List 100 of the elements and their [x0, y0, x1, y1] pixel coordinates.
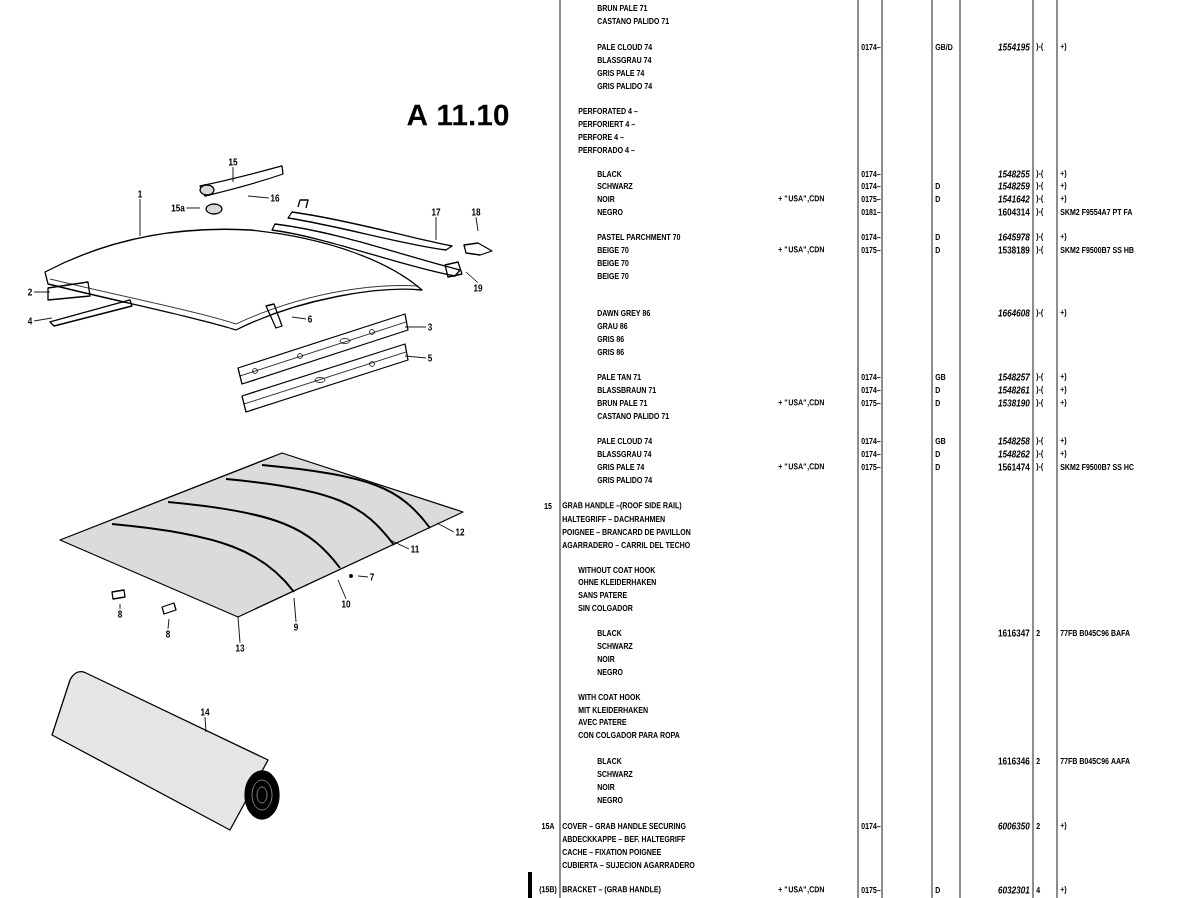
date-code: 0174–: [861, 450, 881, 458]
country-code: D: [935, 247, 940, 253]
remark: +): [1060, 170, 1067, 178]
country-code: GB: [935, 373, 946, 381]
part-description: AGARRADERO – CARRIL DEL TECHO: [562, 541, 690, 548]
part-description: NOIR: [597, 655, 615, 662]
callout-number: 6: [308, 315, 312, 323]
item-number: (15B): [539, 886, 557, 894]
leader-line: [186, 207, 201, 209]
quantity: )-(: [1036, 386, 1044, 394]
part-description: SCHWARZ: [597, 770, 633, 777]
part-description: BLASSBRAUN 71: [597, 386, 656, 394]
part-description: CON COLGADOR PARA ROPA: [578, 731, 680, 738]
date-code: 0181–: [861, 208, 881, 216]
callout-number: 3: [427, 323, 432, 331]
callout-number: 2: [28, 288, 32, 296]
part-description: SCHWARZ: [597, 642, 633, 649]
country-code: D: [935, 234, 940, 240]
callout-number: 7: [370, 573, 374, 581]
part-description: PASTEL PARCHMENT 70: [597, 233, 681, 241]
part-description: BLACK: [597, 757, 622, 764]
part-description: BLASSGRAU 74: [597, 450, 652, 458]
remark: 77FB B045C96 AAFA: [1060, 757, 1130, 764]
date-code: 0175–: [861, 886, 881, 893]
callout-number: 17: [432, 208, 441, 216]
country-code: GB/D: [935, 43, 953, 51]
part-description: HALTEGRIFF – DACHRAHMEN: [562, 515, 665, 522]
part-description: CASTANO PALIDO 71: [597, 412, 669, 420]
remark: SKM2 F9500B7 SS HB: [1060, 246, 1134, 254]
part-description: GRAU 86: [597, 322, 628, 330]
callout-number: 16: [271, 194, 280, 202]
part-number: 1548258: [998, 437, 1030, 445]
quantity: )-(: [1036, 43, 1044, 51]
part-description: BLACK: [597, 629, 622, 636]
part-description: BLASSGRAU 74: [597, 56, 652, 64]
country-code: D: [935, 196, 940, 202]
part-description: POIGNEE – BRANCARD DE PAVILLON: [562, 528, 691, 535]
remark: +): [1060, 386, 1067, 394]
part-number: 1548257: [998, 373, 1031, 381]
country-code: D: [935, 183, 940, 189]
quantity: )-(: [1036, 309, 1044, 317]
callout-number: 8: [166, 630, 171, 638]
remark: +): [1060, 822, 1067, 830]
leader-line: [167, 618, 170, 630]
leader-line: [33, 317, 53, 322]
quantity: 2: [1036, 630, 1040, 636]
item-number: 15A: [542, 823, 555, 829]
country-code: D: [935, 451, 940, 457]
leader-line: [232, 166, 234, 183]
model-note: + "USA",CDN: [778, 195, 824, 203]
part-description: GRIS PALE 74: [597, 69, 645, 77]
part-description: OHNE KLEIDERHAKEN: [578, 578, 656, 585]
leader-line: [139, 198, 141, 237]
leader-line: [247, 195, 270, 199]
leader-line: [435, 216, 437, 241]
callout-number: 9: [294, 623, 298, 631]
leader-line: [465, 271, 479, 284]
quantity: 2: [1036, 823, 1040, 829]
part-description: PERFORATED 4 –: [578, 107, 638, 115]
remark: 77FB B045C96 BAFA: [1060, 629, 1130, 636]
date-code: 0175–: [861, 463, 881, 471]
country-code: D: [935, 387, 940, 393]
leader-line: [293, 597, 297, 623]
date-code: 0174–: [861, 373, 881, 381]
quantity: )-(: [1036, 450, 1044, 458]
callout-number: 11: [411, 545, 420, 553]
country-code: D: [935, 887, 940, 893]
part-number: 1554195: [998, 43, 1030, 51]
part-description: NEGRO: [597, 208, 623, 216]
remark: +): [1060, 399, 1067, 407]
part-description: NEGRO: [597, 796, 623, 803]
remark: +): [1060, 373, 1067, 381]
leader-line: [33, 291, 51, 293]
callout-number: 18: [472, 208, 481, 216]
part-description: NOIR: [597, 195, 615, 203]
model-note: + "USA",CDN: [778, 399, 824, 407]
part-description: BEIGE 70: [597, 246, 629, 254]
part-number: 1616347: [998, 629, 1030, 637]
quantity: )-(: [1036, 195, 1044, 203]
quantity: )-(: [1036, 463, 1044, 471]
leader-line: [357, 575, 369, 578]
leader-line: [404, 326, 427, 328]
part-description: CASTANO PALIDO 71: [597, 17, 669, 25]
part-description: PALE TAN 71: [597, 374, 641, 380]
remark: SKM2 F9500B7 SS HC: [1060, 463, 1134, 471]
part-description: AVEC PATERE: [578, 718, 627, 725]
remark: +): [1060, 195, 1067, 203]
date-code: 0174–: [861, 437, 881, 445]
part-number: 1548262: [998, 450, 1030, 458]
quantity: 4: [1036, 887, 1041, 893]
date-code: 0174–: [861, 170, 881, 178]
part-description: NEGRO: [597, 668, 623, 675]
leader-line: [475, 216, 479, 232]
remark: +): [1060, 309, 1067, 317]
callout-number: 8: [118, 610, 123, 618]
quantity: )-(: [1036, 182, 1044, 190]
part-description: GRIS PALE 74: [597, 463, 645, 471]
part-description: BLACK: [597, 170, 622, 178]
part-description: GRAB HANDLE –(ROOF SIDE RAIL): [562, 502, 682, 510]
callout-number: 5: [428, 354, 433, 362]
